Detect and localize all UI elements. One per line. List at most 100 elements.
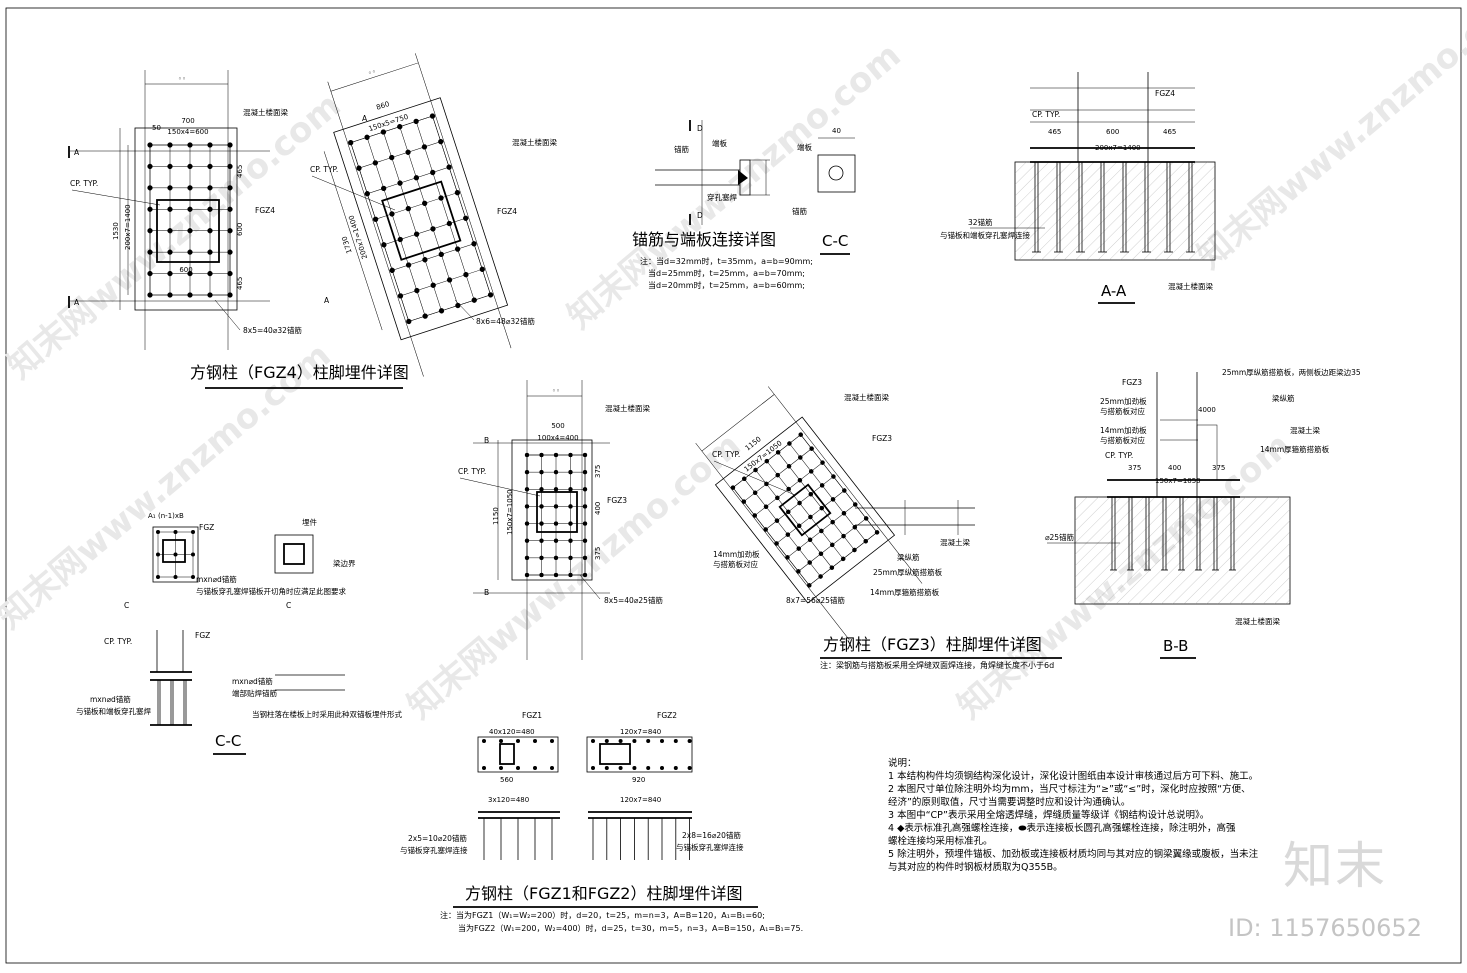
rebar-dot: [430, 282, 436, 288]
rebar-dot: [591, 766, 595, 770]
svg-text:2x8=16⌀20锚筋: 2x8=16⌀20锚筋: [682, 830, 741, 840]
rebar-line: [400, 269, 483, 297]
rebar-dot: [786, 486, 791, 492]
svg-text:2x5=10⌀20锚筋: 2x5=10⌀20锚筋: [408, 833, 467, 843]
rebar-dot: [539, 538, 544, 543]
rebar-dot: [167, 228, 173, 234]
rebar-dot: [774, 518, 780, 523]
svg-text:D: D: [697, 211, 703, 220]
rebar-dot: [438, 138, 444, 145]
rebar-dot: [582, 538, 588, 543]
rebar-dot: [207, 270, 213, 277]
svg-text:2 本图尺寸单位除注明外均为mm，当尺寸标注为“≥”或“≤: 2 本图尺寸单位除注明外均为mm，当尺寸标注为“≥”或“≤”时，深化时应按照“方…: [888, 783, 1251, 795]
svg-text:锚筋与端板连接详图: 锚筋与端板连接详图: [632, 230, 776, 249]
rebar-line: [375, 192, 458, 220]
svg-text:32锚筋: 32锚筋: [968, 217, 993, 227]
rebar-dot: [863, 516, 869, 521]
rebar-dot: [673, 766, 678, 770]
rebar-dot: [348, 139, 354, 146]
svg-text:方钢柱（FGZ4）柱脚埋件详图: 方钢柱（FGZ4）柱脚埋件详图: [190, 363, 409, 382]
fgz4-plan: ◦◦ 700 150x4=600 600 50 1530 200x7=1400 …: [68, 70, 409, 389]
svg-text:8x6=48⌀32锚筋: 8x6=48⌀32锚筋: [476, 316, 535, 326]
svg-text:CP. TYP.: CP. TYP.: [1032, 110, 1060, 119]
svg-text:混凝土梁: 混凝土梁: [940, 537, 970, 547]
rebar-dot: [618, 739, 623, 743]
rebar-dot: [499, 739, 503, 743]
rebar-dot: [147, 142, 153, 148]
svg-text:600: 600: [236, 223, 244, 236]
rebar-dot: [568, 555, 573, 561]
svg-text:CP. TYP.: CP. TYP.: [1105, 451, 1133, 460]
svg-text:400: 400: [1168, 464, 1181, 472]
svg-text:8x5=40⌀32锚筋: 8x5=40⌀32锚筋: [243, 325, 302, 335]
svg-text:CP. TYP.: CP. TYP.: [70, 179, 98, 188]
rebar-dot: [187, 185, 193, 191]
rebar-dot: [397, 180, 403, 186]
rebar-line: [350, 142, 410, 322]
rebar-dot: [380, 129, 387, 135]
svg-text:8x7=56⌀25锚筋: 8x7=56⌀25锚筋: [786, 595, 845, 605]
fgz3-plan: ◦◦ 500 100x4=400 1150 150x7=1050 375 400…: [458, 380, 663, 660]
rebar-dot: [568, 504, 573, 509]
svg-text:与搭筋板对应: 与搭筋板对应: [1100, 435, 1145, 445]
svg-text:梁纵筋: 梁纵筋: [897, 552, 920, 562]
svg-text:B-B: B-B: [1163, 637, 1188, 655]
rebar-dot: [752, 513, 758, 518]
svg-text:600: 600: [179, 266, 192, 274]
svg-text:混凝土楼面梁: 混凝土楼面梁: [844, 392, 889, 402]
rebar-dot: [798, 455, 803, 460]
rebar-dot: [499, 766, 503, 770]
svg-text:600: 600: [1106, 128, 1119, 136]
svg-text:⌀25锚筋: ⌀25锚筋: [1045, 532, 1075, 542]
rebar-dot: [147, 249, 153, 255]
rebar-dot: [582, 487, 588, 492]
rebar-dot: [438, 308, 445, 314]
svg-text:A: A: [74, 298, 80, 307]
svg-text:465: 465: [1163, 128, 1176, 136]
rebar-dot: [389, 267, 395, 273]
rebar-dot: [227, 249, 233, 255]
rebar-dot: [389, 211, 395, 217]
svg-text:120x7=840: 120x7=840: [620, 728, 661, 736]
rebar-dot: [830, 497, 836, 502]
rebar-dot: [796, 523, 802, 529]
rebar-line: [408, 294, 491, 322]
rebar-dot: [818, 574, 823, 579]
svg-text:C: C: [124, 601, 129, 610]
rebar-dot: [438, 251, 444, 258]
rebar-dot: [187, 163, 193, 170]
rebar-dot: [604, 766, 609, 770]
svg-text:◦◦: ◦◦: [367, 68, 377, 78]
svg-text:375: 375: [1128, 464, 1141, 472]
rebar-dot: [372, 160, 379, 166]
rebar-dot: [568, 572, 573, 578]
rebar-dot: [413, 231, 420, 237]
rebar-dot: [553, 538, 559, 543]
svg-text:FGZ3: FGZ3: [872, 434, 892, 443]
svg-text:端板: 端板: [797, 142, 812, 152]
rebar-line: [399, 126, 459, 306]
rebar-dot: [381, 242, 387, 248]
svg-text:25mm加劲板: 25mm加劲板: [1100, 396, 1147, 406]
svg-text:注：梁钢筋与搭筋板采用全焊缝双面焊连接，角焊缝长度不小于6d: 注：梁钢筋与搭筋板采用全焊缝双面焊连接，角焊缝长度不小于6d: [820, 660, 1054, 670]
rebar-dot: [553, 572, 559, 578]
svg-text:700: 700: [181, 117, 194, 125]
svg-text:当d=25mm时，t=25mm，a=b=70mm;: 当d=25mm时，t=25mm，a=b=70mm;: [648, 268, 805, 278]
rebar-dot: [604, 739, 609, 743]
rebar-dot: [187, 228, 193, 234]
rebar-dot: [582, 555, 588, 561]
svg-text:4000: 4000: [1198, 406, 1216, 414]
rebar-line: [732, 487, 810, 586]
rebar-dot: [797, 500, 802, 506]
rebar-dot: [471, 241, 477, 247]
rebar-dot: [191, 530, 195, 534]
rebar-dot: [763, 504, 769, 509]
svg-text:(n-1)xB: (n-1)xB: [158, 512, 184, 520]
rebar-dot: [422, 200, 428, 206]
column-fgz4: [156, 199, 220, 263]
rebar-dot: [568, 521, 573, 526]
rebar-line: [415, 121, 475, 301]
svg-text:200x7=1400: 200x7=1400: [1095, 144, 1141, 152]
rebar-dot: [553, 469, 559, 475]
